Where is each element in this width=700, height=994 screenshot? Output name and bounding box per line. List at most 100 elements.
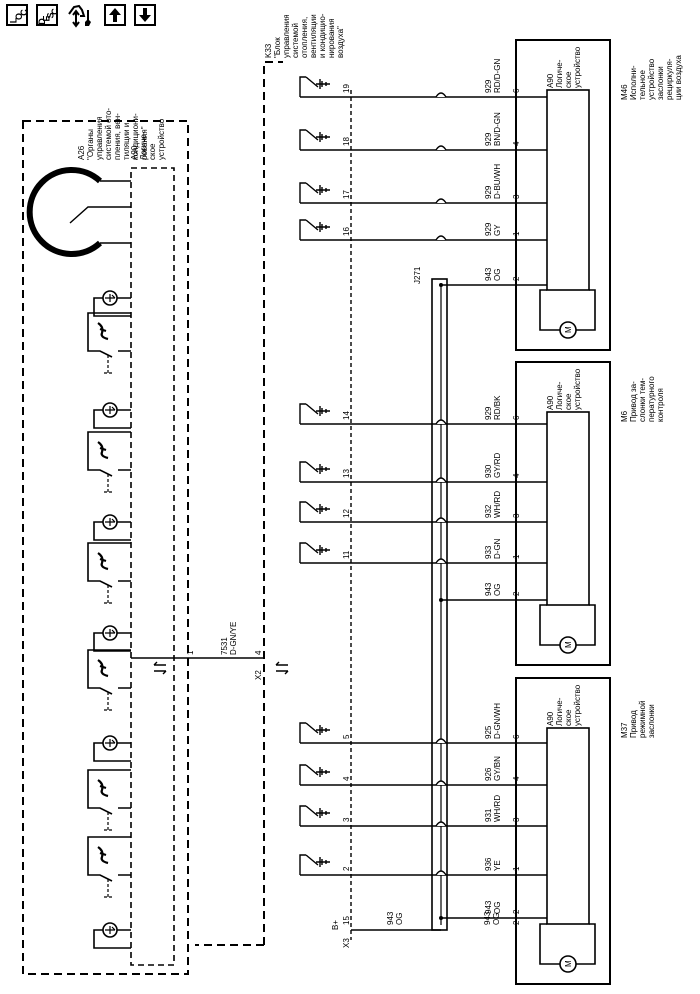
m6-motor-label: M [564, 641, 573, 648]
scroll-up-button[interactable] [104, 4, 126, 26]
x2-circuit-label: 7531 [220, 637, 229, 655]
k33-pin-label: 11 [342, 550, 351, 559]
air-to-feet-icon [97, 659, 109, 678]
wire-circuit-label: 929 [484, 185, 493, 199]
splice-node [439, 916, 443, 920]
k33-input-switch-icon [299, 764, 319, 785]
switch-actuator-link [104, 812, 112, 831]
k33-pin-label: 4 [342, 776, 351, 781]
a26-logic-label-id: A90 [130, 145, 139, 160]
wire-crossover [435, 517, 447, 523]
hand-wrench-icon [68, 4, 91, 28]
wire-circuit-label: 930 [484, 464, 493, 478]
desc-button[interactable]: D E S C [36, 4, 60, 26]
wire-crossover [435, 780, 447, 786]
x2-color-label: D-GN/YE [229, 622, 238, 655]
splice-j271 [431, 278, 448, 931]
k33-label-id: K33 [264, 43, 273, 58]
m46-motor-icon [559, 321, 577, 339]
m6-logic-label-line: Логиче- [555, 381, 564, 410]
ground-icon [316, 406, 330, 416]
led-wire [93, 929, 131, 949]
m46-motor-label: M [564, 326, 573, 333]
windshield-and-face-icon [97, 441, 109, 460]
k33-pin-label: 2 [342, 866, 351, 871]
wire-color-label: OG [493, 584, 502, 596]
m46-label-line: ции воздуха [674, 55, 683, 100]
wire-crossover [435, 870, 447, 876]
a26-switch [87, 769, 131, 815]
k33-pin-label: 18 [342, 137, 351, 146]
k33-pin-label: 16 [342, 227, 351, 236]
scroll-down-button[interactable] [134, 4, 156, 26]
actuator-pin-label: 1 [512, 866, 521, 871]
k33-pin-label: 13 [342, 469, 351, 478]
k33-label-line: отопления, [300, 17, 309, 58]
wire-color-label: OG [493, 902, 502, 914]
recirculation-icon [97, 779, 109, 798]
k33-label-line: и кондицио- [318, 13, 327, 58]
wire-color-label: WH/RD [493, 795, 502, 822]
wire-color-label: GY/BN [493, 756, 502, 781]
bidirectional-arrow-icon [153, 661, 167, 675]
switch-actuator-link [104, 692, 112, 711]
wire-circuit-label: 929 [484, 222, 493, 236]
m6-logic-label-line: устройство [573, 368, 582, 410]
wire-color-label: D-GN/WH [493, 703, 502, 739]
a26-label-line: управления [95, 116, 104, 160]
led-wire [93, 521, 131, 541]
temperature-knob-icon [26, 167, 103, 257]
m6-logic-label-id: A90 [546, 395, 555, 410]
k33-input-switch-icon [299, 722, 319, 743]
wire-color-label: OG [493, 269, 502, 281]
wire-circuit-label: 929 [484, 79, 493, 93]
m37-logic-label-id: A90 [546, 711, 555, 726]
m37-label-line: Привод [629, 710, 638, 738]
k33-input-switch-icon [299, 76, 319, 97]
k33-pin-label: 17 [342, 190, 351, 199]
splice-j271-label: J271 [413, 266, 422, 284]
k33-input-switch-icon [299, 403, 319, 424]
ground-icon [316, 808, 330, 818]
x2-k33-pin-label: 4 [254, 650, 263, 655]
x2-connector-label: X2 [254, 670, 263, 680]
wire-color-label: GY [493, 224, 502, 236]
x3-pin-label: 15 [342, 916, 351, 925]
loc-button[interactable]: L O C [6, 4, 29, 26]
b-plus-label: B+ [331, 920, 340, 930]
m37-logic-label-line: Логиче- [555, 697, 564, 726]
wire-color-label: OG [492, 913, 501, 925]
k33-input-switch-icon [299, 182, 319, 203]
wire-crossover [435, 477, 447, 483]
a26-logic-label-line: устройство [157, 118, 166, 160]
k33-input-switch-icon [299, 501, 319, 522]
m37-logic-label-line: ское [564, 709, 573, 726]
ground-icon [316, 545, 330, 555]
component-locator-button[interactable] [66, 4, 96, 28]
k33-input-switch-icon [299, 805, 319, 826]
actuator-pin-label: 2 [512, 276, 521, 281]
actuator-pin-label: 2 [512, 591, 521, 596]
a26-switch [87, 542, 131, 588]
actuator-pin-label: 6 [512, 734, 521, 739]
led-symbol [105, 406, 116, 414]
wire-circuit-label: 925 [484, 725, 493, 739]
wire-circuit-label: 936 [484, 857, 493, 871]
m37-actuator-box [515, 677, 611, 985]
m46-logic-label-id: A90 [546, 73, 555, 88]
switch-actuator-link [104, 474, 112, 493]
wire-color-label: GY/RD [493, 452, 502, 478]
k33-label-line: управления [282, 14, 291, 58]
m46-logic-label-line: ское [564, 71, 573, 88]
k33-input-switch-icon [299, 461, 319, 482]
led-wire [93, 409, 131, 429]
wire-color-label: RD/D-GN [493, 59, 502, 93]
wire-crossover [435, 145, 447, 151]
k33-module-border [263, 61, 283, 945]
m46-label-line: рециркуля- [665, 58, 674, 100]
m6-label-id: M6 [620, 410, 629, 422]
m46-label-line: тельное [638, 70, 647, 100]
m6-logic-label-line: ское [564, 393, 573, 410]
wire-color-label: D-GN [493, 538, 502, 559]
wire-circuit-label: 926 [484, 767, 493, 781]
